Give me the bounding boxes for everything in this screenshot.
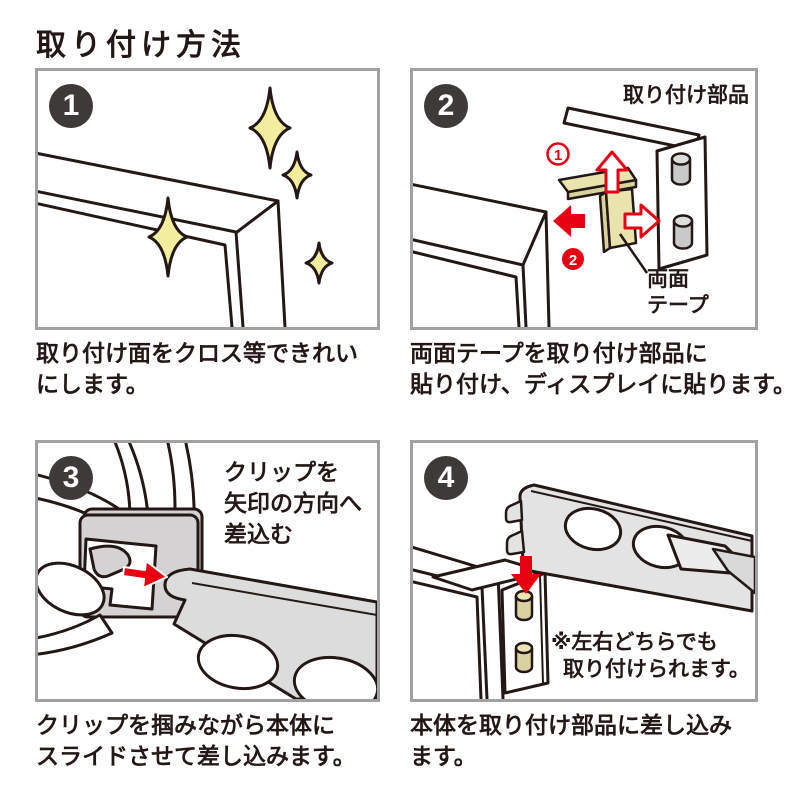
clip-direction-note: クリップを 矢印の方向へ 差込む bbox=[224, 459, 362, 547]
right-arrow-icon bbox=[623, 203, 661, 239]
arm-hook-tab bbox=[505, 529, 526, 556]
svg-text:1: 1 bbox=[554, 147, 562, 164]
step-2-badge: 2 bbox=[424, 84, 468, 128]
display-corner bbox=[38, 152, 287, 327]
page-title: 取り付け方法 bbox=[36, 29, 246, 62]
svg-text:2: 2 bbox=[569, 252, 577, 269]
step-1-badge: 1 bbox=[49, 84, 93, 128]
step-2-caption: 両面テープを取り付け部品に 貼り付け、ディスプレイに貼ります。 bbox=[410, 340, 796, 397]
down-arrow-icon bbox=[511, 556, 541, 594]
arm-hole bbox=[196, 633, 280, 691]
double-sided-tape-label: 両面 テープ bbox=[647, 268, 709, 317]
step-1-caption: 取り付け面をクロス等できれい にします。 bbox=[36, 340, 358, 397]
step-4-panel: 4 ※左右どちらでも 取り付けられます。 bbox=[410, 440, 758, 702]
step-4-badge: 4 bbox=[424, 456, 468, 500]
clip-hook bbox=[88, 544, 132, 579]
arm-hole bbox=[563, 506, 623, 552]
step-3-illustration bbox=[38, 443, 377, 699]
step-2-illustration: 1 2 bbox=[413, 106, 709, 327]
order-2-marker: 2 bbox=[562, 248, 584, 270]
hand-thumb bbox=[38, 561, 114, 656]
bracket-peg bbox=[514, 589, 534, 674]
left-arrow-icon bbox=[553, 205, 585, 237]
left-right-note: ※左右どちらでも 取り付けられます。 bbox=[551, 631, 750, 681]
step-1-illustration bbox=[38, 86, 334, 327]
order-1-marker: 1 bbox=[546, 142, 570, 166]
step-3-badge: 3 bbox=[49, 456, 93, 500]
up-arrow-icon bbox=[595, 150, 629, 194]
step-4-illustration bbox=[413, 483, 755, 699]
arm-wedge bbox=[711, 547, 755, 595]
sparkle-icon bbox=[147, 86, 334, 285]
right-arrow-icon bbox=[122, 560, 168, 589]
mounting-bracket bbox=[562, 106, 709, 271]
tape-pointer-line bbox=[618, 233, 649, 274]
step-1-panel: 1 bbox=[35, 68, 380, 330]
display-corner bbox=[413, 183, 551, 327]
arm-hook-tab bbox=[504, 499, 524, 524]
mounting-part-label: 取り付け部品 bbox=[623, 84, 749, 107]
step-2-panel: 2 取り付け部品 両面 テープ bbox=[410, 68, 758, 330]
step-3-panel: 3 クリップを 矢印の方向へ 差込む bbox=[35, 440, 380, 702]
step-3-caption: クリップを掴みながら本体に スライドさせて差し込みます。 bbox=[36, 712, 356, 769]
arm-hole bbox=[292, 655, 377, 699]
bracket-peg bbox=[670, 152, 694, 250]
bracket-arm bbox=[163, 567, 377, 699]
step-4-caption: 本体を取り付け部品に差し込み ます。 bbox=[410, 712, 732, 769]
